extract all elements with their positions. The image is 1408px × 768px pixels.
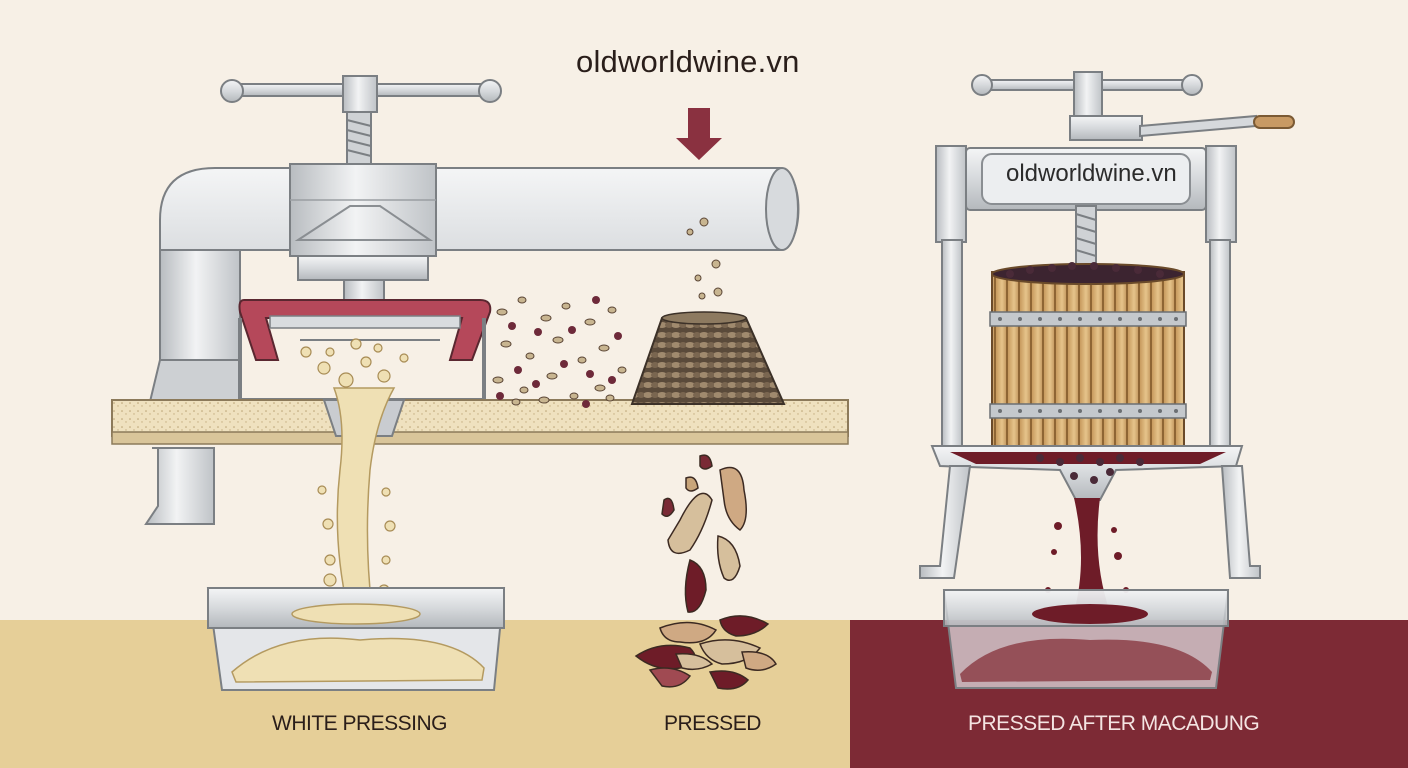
caption-white-pressing: WHITE PRESSING: [272, 712, 448, 735]
white-press: [111, 75, 849, 691]
basket-press: [919, 71, 1295, 689]
brand-watermark-top: oldworldwine.vn: [576, 44, 800, 79]
caption-pressed: PRESSED: [664, 712, 761, 735]
brand-plate-label: oldworldwine.vn: [1006, 160, 1177, 187]
down-arrow-icon: [676, 108, 722, 160]
caption-pressed-after-maceration: PRESSED AFTER MACADUNG: [968, 712, 1260, 735]
pressed-pomace: [492, 217, 786, 690]
